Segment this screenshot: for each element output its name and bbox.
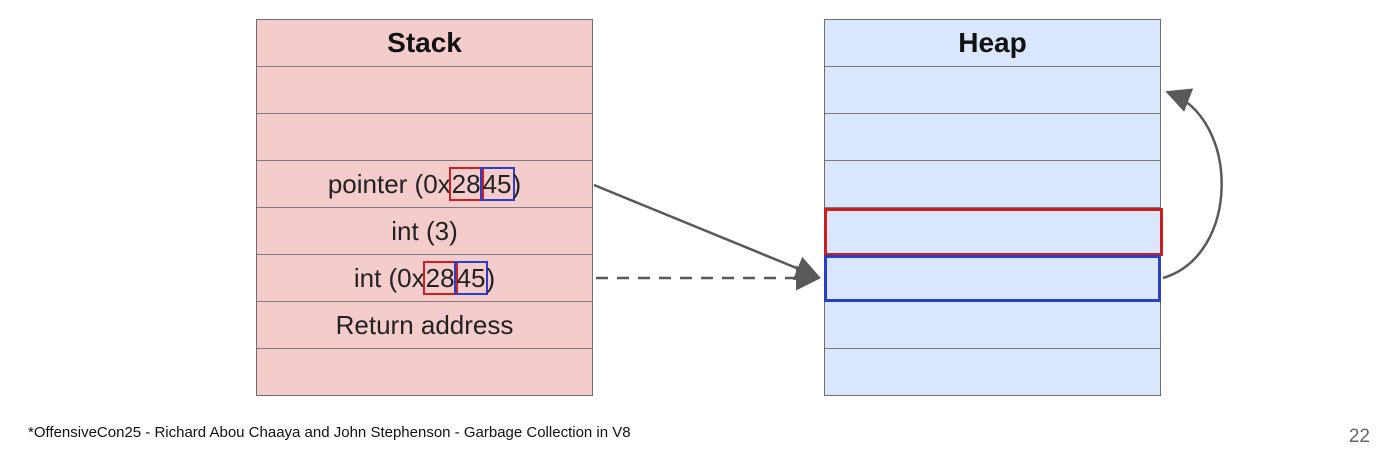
pointer-prefix: pointer (0x	[327, 168, 451, 199]
int-hex-blue: 45	[453, 261, 489, 295]
heap-highlight-red	[824, 208, 1163, 256]
heap-header: Heap	[958, 27, 1027, 58]
pointer-hex-blue: 45	[479, 167, 515, 201]
page-number: 22	[1348, 426, 1370, 447]
heap-row-2	[825, 113, 1160, 160]
pointer-hex-red: 28	[448, 167, 484, 201]
int-suffix: )	[486, 262, 496, 293]
heap-row-4	[825, 207, 1160, 254]
heap-row-1	[825, 66, 1160, 113]
pointer-arrow	[593, 183, 821, 280]
pointer-suffix: )	[512, 168, 522, 199]
stack-row-int-3: int (3)	[257, 207, 592, 254]
int-prefix: int (0x	[353, 262, 425, 293]
heap-curve-arrow	[1162, 88, 1223, 280]
heap-table: Heap	[824, 19, 1161, 396]
stack-row-empty-1	[257, 66, 592, 113]
heap-highlight-blue	[824, 255, 1161, 302]
source-footnote: *OffensiveCon25 - Richard Abou Chaaya an…	[28, 424, 631, 441]
stack-row-empty-2	[257, 113, 592, 160]
stack-row-empty-3	[257, 348, 592, 395]
int-hex-red: 28	[422, 261, 458, 295]
heap-row-7	[825, 348, 1160, 395]
stack-header: Stack	[387, 27, 462, 58]
heap-row-3	[825, 160, 1160, 207]
stack-row-return-address: Return address	[257, 301, 592, 348]
